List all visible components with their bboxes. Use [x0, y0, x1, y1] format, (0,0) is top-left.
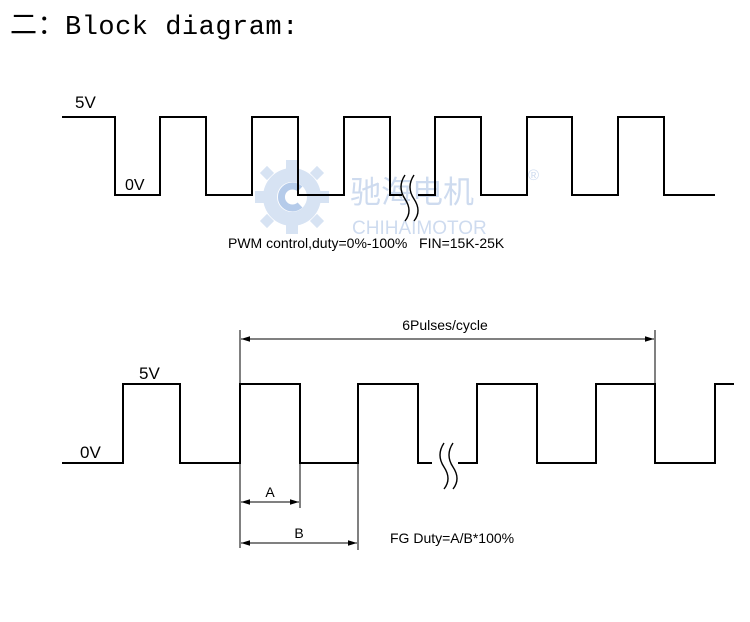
fg-high-label: 5V	[139, 364, 160, 383]
watermark-logo: 驰海电机 ® CHIHAIMOTOR	[255, 160, 539, 239]
fg-low-label: 0V	[80, 443, 101, 462]
dimension-a-label: A	[265, 484, 275, 500]
pwm-break-symbol	[400, 174, 419, 222]
dimension-b: B	[241, 463, 359, 550]
gear-icon	[255, 160, 329, 234]
pwm-waveform: 5V 0V PWM control,duty=0%-100% FIN=15K-2…	[62, 93, 715, 251]
fg-waveform: 5V 0V 6Pulses/cycle A B FG Duty=A/B*100%	[62, 317, 734, 550]
dimension-a: A	[239, 463, 301, 548]
dimension-b-label: B	[294, 525, 303, 541]
cycle-label: 6Pulses/cycle	[402, 317, 488, 333]
watermark-registered: ®	[528, 167, 539, 184]
pwm-high-label: 5V	[75, 93, 96, 112]
fg-break-symbol	[439, 442, 458, 490]
watermark-brand-cn: 驰海电机	[350, 175, 474, 210]
watermark-brand-en: CHIHAIMOTOR	[352, 218, 487, 239]
pwm-signal	[62, 116, 402, 196]
pwm-low-label: 0V	[125, 177, 145, 194]
pwm-signal-cont	[418, 116, 715, 196]
page-heading: 二：Block diagram:	[10, 13, 299, 43]
fg-signal-cont	[458, 383, 734, 464]
fg-caption: FG Duty=A/B*100%	[390, 530, 514, 546]
pwm-caption: PWM control,duty=0%-100% FIN=15K-25K	[228, 235, 505, 251]
fg-signal	[62, 383, 432, 464]
cycle-dimension: 6Pulses/cycle	[239, 317, 656, 384]
